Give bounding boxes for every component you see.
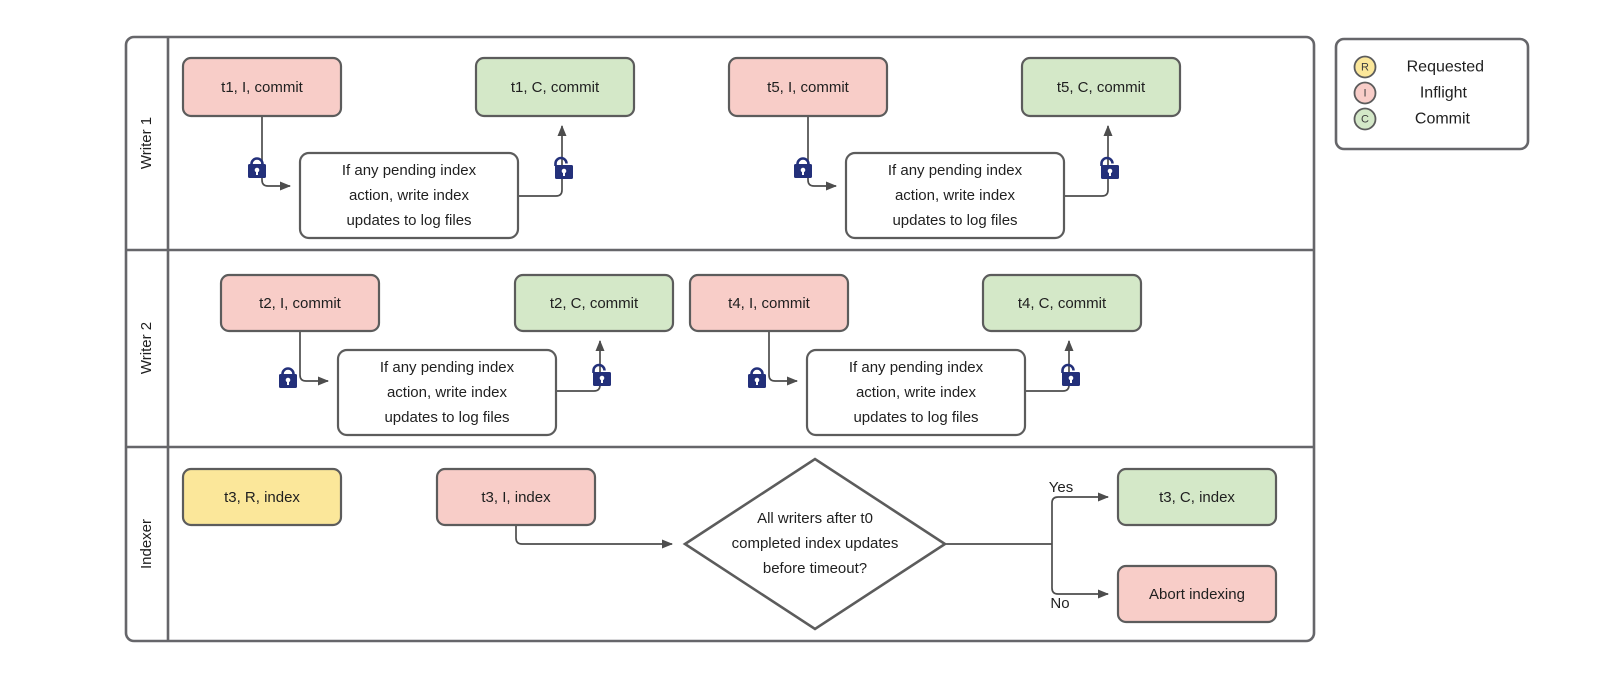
process-line-2: action, write index <box>856 384 977 401</box>
lock-closed-icon <box>748 367 766 388</box>
lane-label-text: Writer 1 <box>138 117 155 169</box>
indexer-connectors <box>515 492 1109 599</box>
legend-badge-letter: R <box>1361 61 1369 73</box>
lane-label-writer-2: Writer 2 <box>138 322 155 374</box>
legend-item-label: Commit <box>1415 111 1471 128</box>
unlock-open-icon <box>1061 363 1080 386</box>
branch-label-text: Yes <box>1049 479 1073 496</box>
branch-label-no: No <box>1050 595 1069 612</box>
swimlane-frame <box>124 35 1316 643</box>
decision-all-writers-completed[interactable]: All writers after t0 completed index upd… <box>682 457 948 631</box>
process-line-2: action, write index <box>895 187 1016 204</box>
node-label: t3, R, index <box>224 489 300 506</box>
unlock-open-icon <box>592 363 611 386</box>
decision-line-3: before timeout? <box>763 560 867 577</box>
node-w2-t2-inflight[interactable]: t2, I, commit <box>219 273 381 333</box>
legend-item-requested: R Requested <box>1353 55 1484 79</box>
writer1-connectors <box>261 116 1113 197</box>
node-label: t1, C, commit <box>511 79 600 96</box>
process-line-1: If any pending index <box>888 162 1023 179</box>
decision-line-1: All writers after t0 <box>757 510 873 527</box>
node-w1-t1-inflight[interactable]: t1, I, commit <box>181 56 343 118</box>
process-w1-index-write-a[interactable]: If any pending index action, write index… <box>298 151 520 240</box>
lane-label-text: Writer 2 <box>138 322 155 374</box>
node-w2-t4-inflight[interactable]: t4, I, commit <box>688 273 850 333</box>
lock-closed-icon <box>794 157 812 178</box>
process-w1-index-write-b[interactable]: If any pending index action, write index… <box>844 151 1066 240</box>
process-line-3: updates to log files <box>384 409 509 426</box>
legend-item-inflight: I Inflight <box>1353 81 1468 105</box>
node-ix-t3-requested[interactable]: t3, R, index <box>181 467 343 527</box>
legend-panel: R Requested I Inflight C Commit <box>1334 37 1530 151</box>
node-ix-t3-inflight[interactable]: t3, I, index <box>435 467 597 527</box>
process-line-1: If any pending index <box>342 162 477 179</box>
node-w2-t2-commit[interactable]: t2, C, commit <box>513 273 675 333</box>
node-label: t5, I, commit <box>767 79 850 96</box>
branch-label-text: No <box>1050 595 1069 612</box>
branch-label-yes: Yes <box>1049 479 1073 496</box>
legend-badge-letter: I <box>1363 87 1366 99</box>
node-label: t5, C, commit <box>1057 79 1146 96</box>
process-line-3: updates to log files <box>853 409 978 426</box>
node-w1-t1-commit[interactable]: t1, C, commit <box>474 56 636 118</box>
process-line-1: If any pending index <box>849 359 984 376</box>
node-label: t4, I, commit <box>728 295 811 312</box>
node-ix-abort-indexing[interactable]: Abort indexing <box>1116 564 1278 624</box>
process-w2-index-write-a[interactable]: If any pending index action, write index… <box>336 348 558 437</box>
node-w2-t4-commit[interactable]: t4, C, commit <box>981 273 1143 333</box>
legend-item-label: Inflight <box>1420 85 1468 102</box>
node-label: t2, I, commit <box>259 295 342 312</box>
node-label: t3, C, index <box>1159 489 1235 506</box>
node-label: Abort indexing <box>1149 586 1245 603</box>
lane-label-text: Indexer <box>138 519 155 569</box>
process-line-3: updates to log files <box>892 212 1017 229</box>
decision-line-2: completed index updates <box>732 535 899 552</box>
node-label: t1, I, commit <box>221 79 304 96</box>
process-line-1: If any pending index <box>380 359 515 376</box>
node-ix-t3-commit[interactable]: t3, C, index <box>1116 467 1278 527</box>
lock-closed-icon <box>279 367 297 388</box>
process-line-2: action, write index <box>349 187 470 204</box>
process-line-2: action, write index <box>387 384 508 401</box>
process-line-3: updates to log files <box>346 212 471 229</box>
unlock-open-icon <box>1100 156 1119 179</box>
node-w1-t5-inflight[interactable]: t5, I, commit <box>727 56 889 118</box>
lane-label-indexer: Indexer <box>138 519 155 569</box>
node-label: t2, C, commit <box>550 295 639 312</box>
node-w1-t5-commit[interactable]: t5, C, commit <box>1020 56 1182 118</box>
lock-closed-icon <box>248 157 266 178</box>
legend-item-commit: C Commit <box>1353 107 1471 131</box>
node-label: t4, C, commit <box>1018 295 1107 312</box>
node-label: t3, I, index <box>481 489 551 506</box>
unlock-open-icon <box>554 156 573 179</box>
legend-item-label: Requested <box>1407 59 1484 76</box>
process-w2-index-write-b[interactable]: If any pending index action, write index… <box>805 348 1027 437</box>
legend-badge-letter: C <box>1361 113 1369 125</box>
lane-label-writer-1: Writer 1 <box>138 117 155 169</box>
